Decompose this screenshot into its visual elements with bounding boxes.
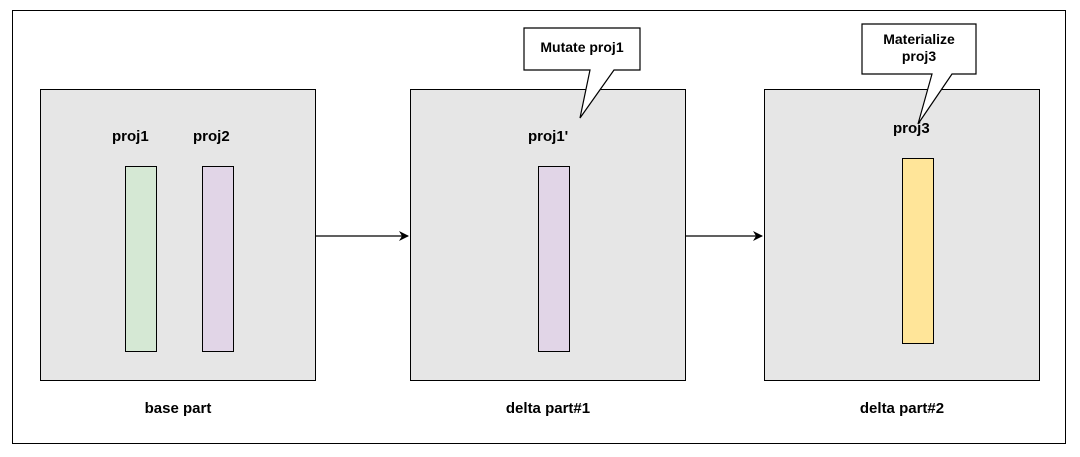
base-part-label: base part <box>144 400 212 417</box>
proj3-column <box>902 158 934 344</box>
proj2-label: proj2 <box>193 128 230 145</box>
mutate-callout-text: Mutate proj1 <box>540 39 624 55</box>
base-part-box <box>40 89 316 381</box>
proj3-label: proj3 <box>893 120 930 137</box>
materialize-callout-line1: Materialize <box>883 31 955 47</box>
proj2-column <box>202 166 234 352</box>
proj1-prime-label: proj1' <box>528 128 569 145</box>
delta-part-2-label: delta part#2 <box>859 400 945 417</box>
proj1-label: proj1 <box>112 128 149 145</box>
materialize-callout-line2: proj3 <box>901 48 937 64</box>
proj1-column <box>125 166 157 352</box>
proj1-prime-column <box>538 166 570 352</box>
delta-part-1-label: delta part#1 <box>505 400 591 417</box>
